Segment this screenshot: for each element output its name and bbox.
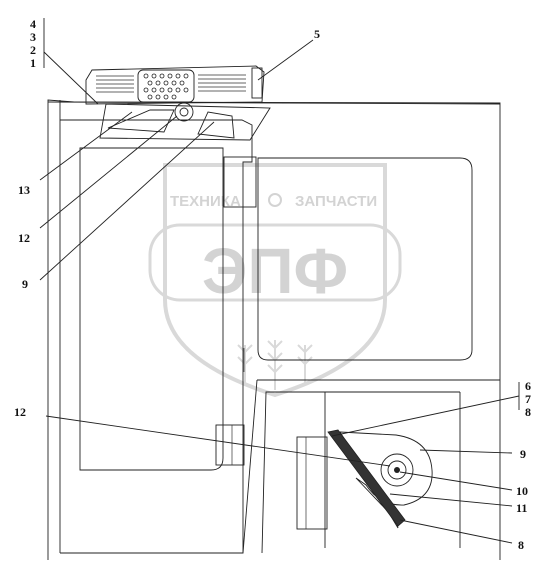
- callout-3: 3: [30, 30, 36, 44]
- callout-10: 10: [516, 484, 528, 498]
- callout-7: 7: [525, 392, 531, 406]
- callout-6: 6: [525, 379, 531, 393]
- watermark-logo-text: ЭПФ: [202, 235, 348, 307]
- door-lock: [215, 424, 245, 466]
- leader-1-4: [43, 51, 99, 105]
- fan-bracket: [296, 436, 328, 530]
- leader-10: [399, 471, 513, 491]
- blower-wheel-inner: [387, 460, 407, 480]
- callout-1: 1: [30, 56, 36, 70]
- callout-8: 8: [518, 538, 524, 552]
- wheat-icon: [237, 340, 313, 390]
- callout-9-right: 9: [520, 447, 526, 461]
- cab-roof-line: [47, 101, 501, 105]
- callout-4: 4: [30, 17, 36, 31]
- leader-lines: [39, 18, 520, 544]
- fan-flap-left: [107, 109, 175, 133]
- callout-12-bottom: 12: [14, 405, 26, 419]
- side-window: [257, 157, 473, 361]
- leader-12-bottom: [45, 415, 391, 467]
- callout-8-stack: 8: [525, 405, 531, 419]
- door-hinge: [223, 156, 257, 208]
- leader-12-top: [39, 115, 178, 229]
- fan-housing: [85, 65, 265, 105]
- watermark-shield-outline: [163, 163, 387, 398]
- callout-2: 2: [30, 43, 36, 57]
- gear-icon: [268, 193, 282, 207]
- callout-labels: 4 3 2 1 5 13 12 9 6 7 8 12 9 10 11 8: [14, 17, 531, 552]
- vent-grille-right: [198, 74, 246, 92]
- fan-rotor: [174, 102, 194, 122]
- callout-5: 5: [314, 27, 320, 41]
- fan-hub: [179, 107, 189, 117]
- fan-duct: [99, 103, 271, 141]
- rear-box-left: [242, 379, 258, 554]
- cab-body: [47, 99, 501, 560]
- watermark-banner: [148, 223, 402, 302]
- leader-9-right: [419, 449, 513, 454]
- callout-13: 13: [18, 183, 30, 197]
- leader-5: [257, 39, 314, 81]
- fan-flap-right: [197, 111, 235, 139]
- watermark-brand-right: ЗАПЧАСТИ: [295, 193, 377, 210]
- vent-grille-left: [96, 75, 134, 93]
- watermark: ТЕХНИКА ЗАПЧАСТИ ЭПФ: [148, 163, 402, 398]
- leader-11: [389, 493, 513, 507]
- roof-fan-unit: [85, 65, 271, 141]
- fan-end-cap: [251, 67, 263, 99]
- fan-scroll-housing: [339, 431, 433, 529]
- leader-8: [399, 519, 513, 544]
- filter-panel: [137, 69, 195, 103]
- blower-wheel: [380, 453, 414, 487]
- callout-12-top: 12: [18, 231, 30, 245]
- callout-11: 11: [516, 501, 527, 515]
- callout-9-top: 9: [22, 277, 28, 291]
- lower-fan-assembly: [296, 429, 433, 530]
- blower-plate: [327, 429, 406, 527]
- filter-holes: [143, 73, 189, 100]
- blower-hub: [394, 467, 400, 473]
- leader-9-top: [39, 121, 215, 281]
- leader-6-8: [331, 395, 520, 437]
- cab-outer-frame: [47, 99, 501, 560]
- leader-13: [39, 111, 133, 181]
